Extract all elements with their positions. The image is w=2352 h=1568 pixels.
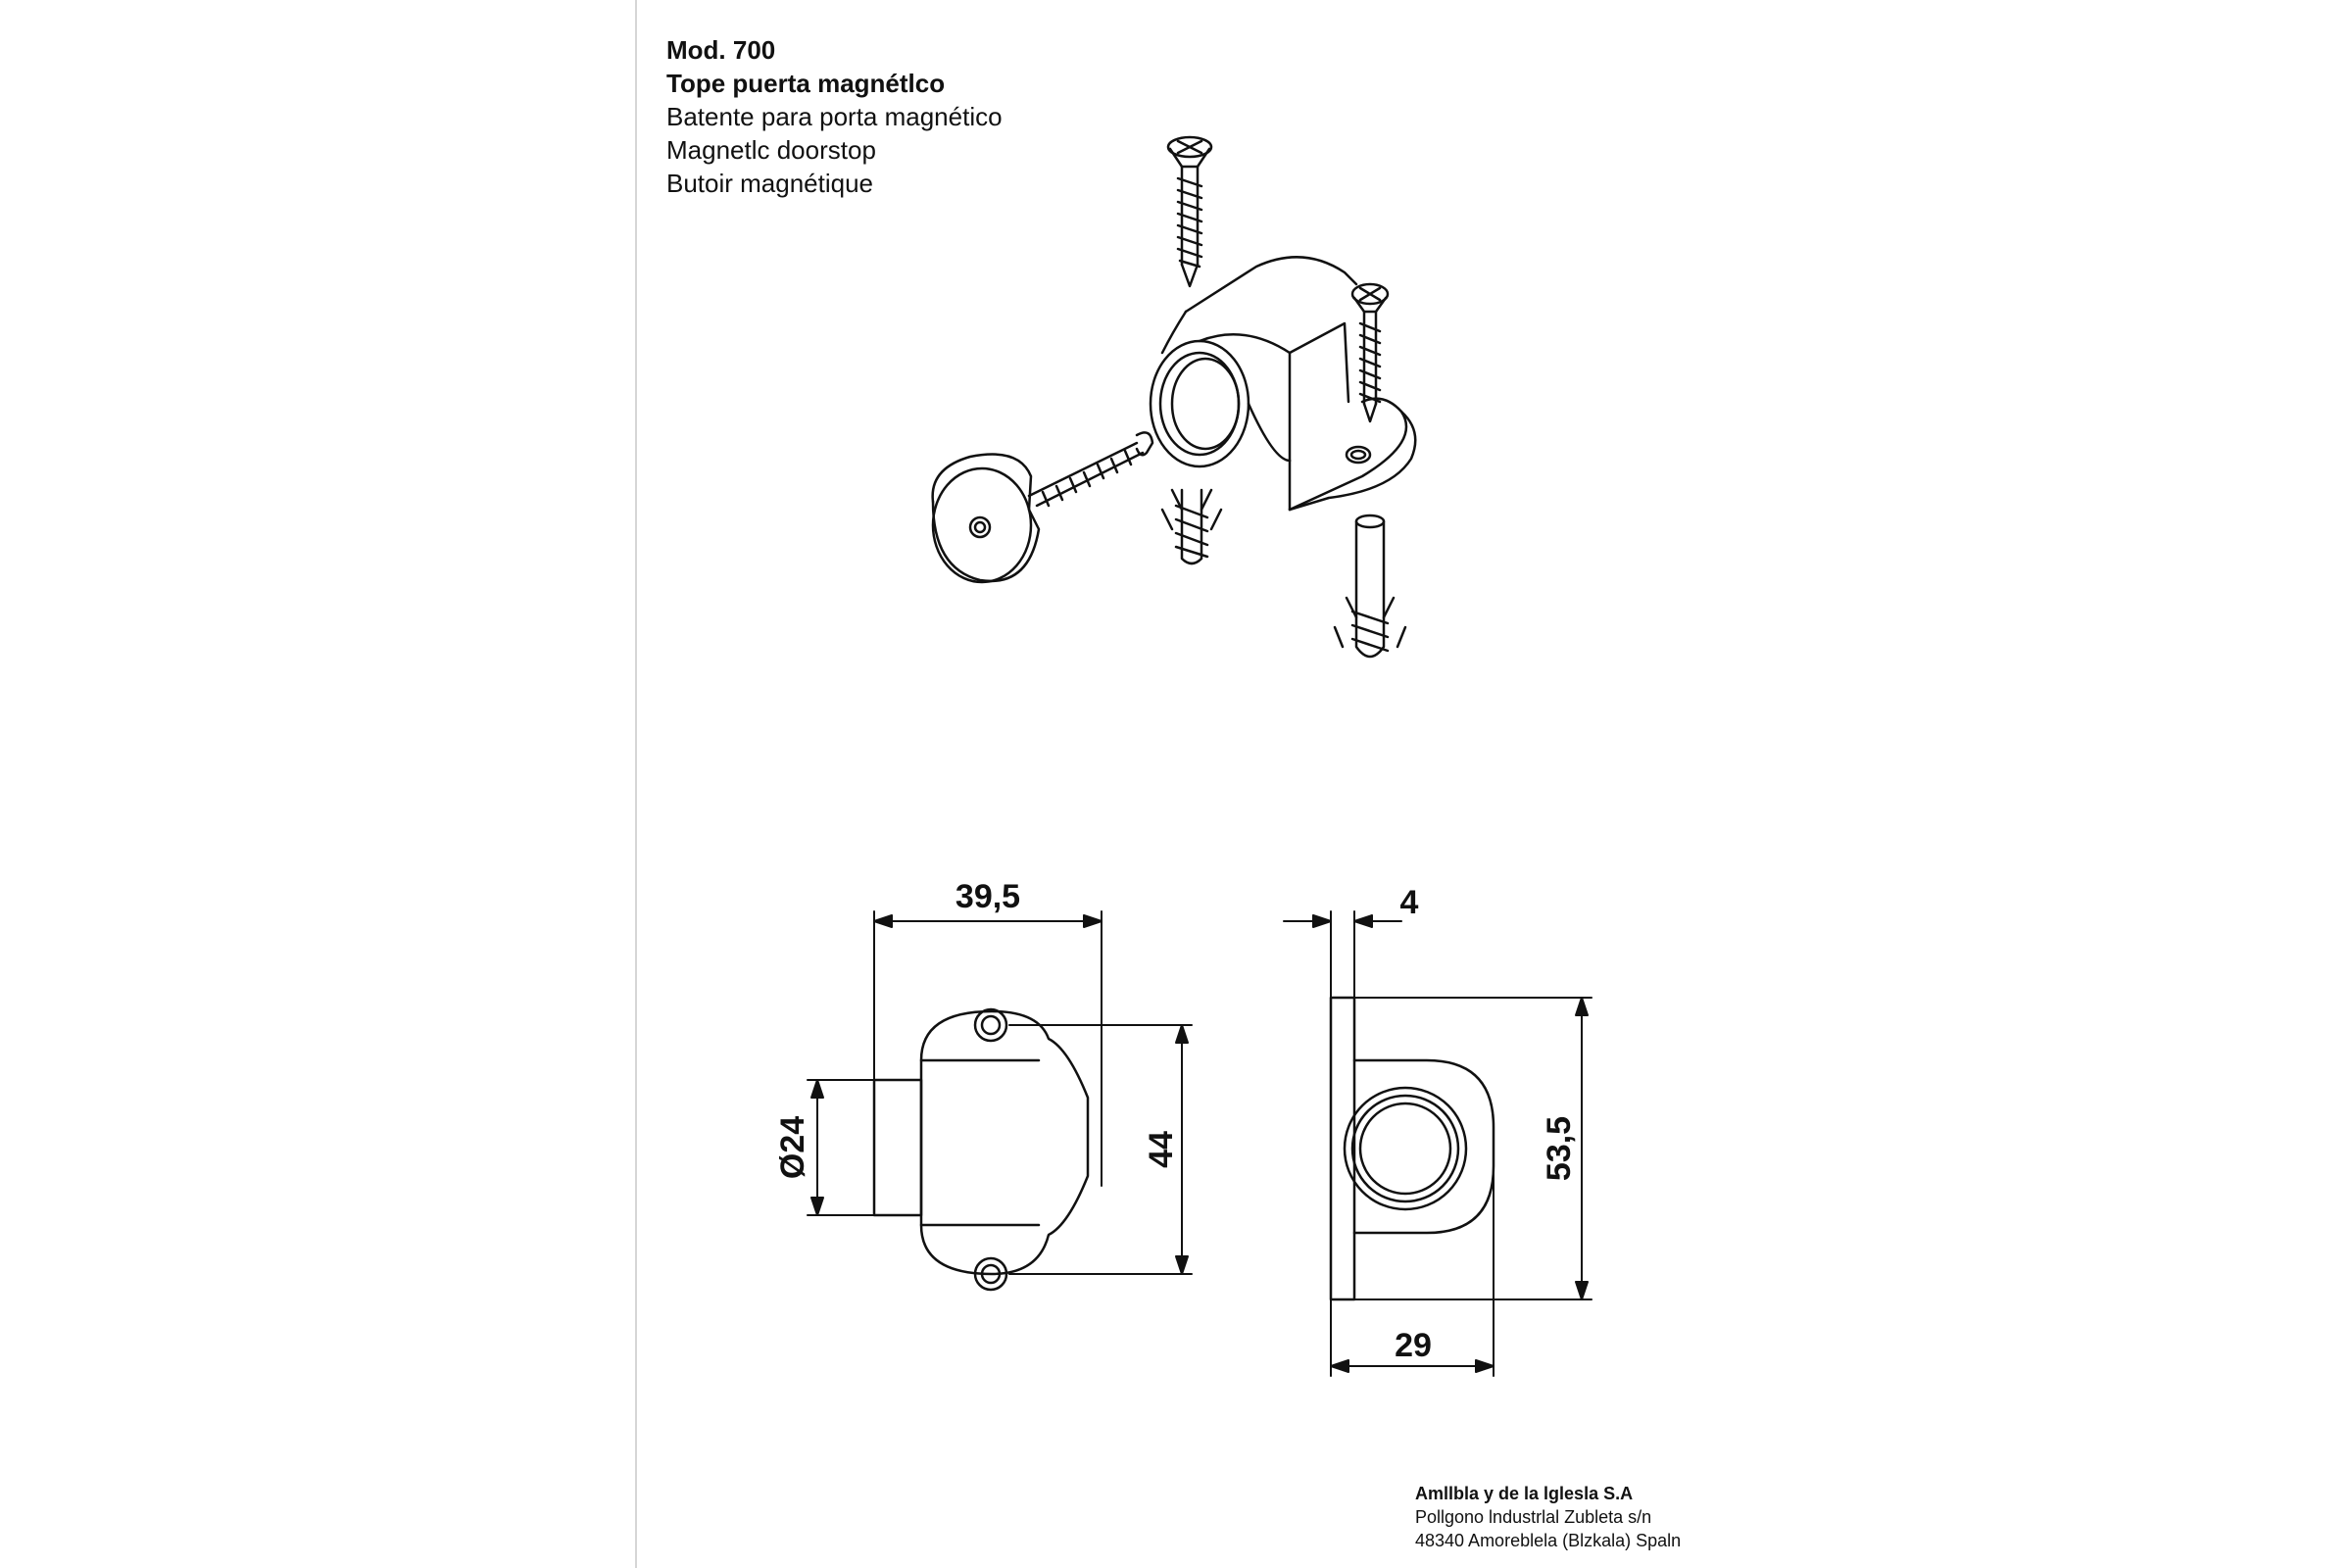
company-info: Amllbla y de la lglesla S.A Pollgono lnd… xyxy=(1415,1482,1681,1552)
height-side-dimension-lines xyxy=(1353,997,1592,1300)
product-name-french: Butoir magnétique xyxy=(666,169,874,198)
side-magnet-inner xyxy=(1358,1102,1452,1196)
depth-side-label: 29 xyxy=(1395,1327,1432,1364)
exploded-view xyxy=(931,135,1417,659)
side-body-outline xyxy=(1352,1058,1495,1235)
front-view xyxy=(807,910,1193,1292)
diameter-label: Ø24 xyxy=(774,1116,811,1179)
side-plate xyxy=(1329,996,1356,1301)
top-screw-icon xyxy=(1166,135,1213,288)
bottom-hole-icon xyxy=(973,1256,1008,1292)
width-front-label: 39,5 xyxy=(956,878,1020,915)
page-divider-line xyxy=(635,0,637,1568)
model-number: Mod. 700 xyxy=(666,35,776,65)
company-address-line2: 48340 Amoreblela (Blzkala) Spaln xyxy=(1415,1531,1682,1550)
product-name-spanish: Tope puerta magnétlco xyxy=(666,69,946,98)
left-wall-plug-icon xyxy=(1160,488,1223,565)
product-name-portuguese: Batente para porta magnético xyxy=(666,102,1003,131)
doorstop-body-icon xyxy=(1149,256,1417,512)
front-magnet-cylinder xyxy=(872,1078,923,1217)
plate-thickness-dimension-lines xyxy=(1283,910,1402,999)
front-outline xyxy=(919,1009,1090,1276)
height-side-label: 53,5 xyxy=(1541,1116,1578,1181)
product-title-block: Mod. 700 Tope puerta magnétlco Batente p… xyxy=(666,33,1003,200)
hole-spacing-label: 44 xyxy=(1143,1131,1180,1168)
top-hole-icon xyxy=(973,1007,1008,1043)
hole-spacing-dimension-lines xyxy=(1008,1024,1193,1275)
width-front-dimension-lines xyxy=(873,910,1102,1187)
diameter-dimension-lines xyxy=(807,1079,875,1216)
right-screw-icon xyxy=(1350,282,1390,423)
magnetic-counter-plate-icon xyxy=(931,431,1154,584)
side-view xyxy=(1283,910,1592,1377)
side-magnet-outer xyxy=(1343,1086,1468,1211)
depth-side-dimension-lines xyxy=(1330,1165,1494,1377)
side-magnet-mid xyxy=(1350,1094,1460,1203)
product-name-english: Magnetlc doorstop xyxy=(666,135,876,165)
plate-thickness-label: 4 xyxy=(1400,884,1419,921)
company-name: Amllbla y de la lglesla S.A xyxy=(1415,1484,1634,1503)
right-wall-plug-icon xyxy=(1333,514,1407,659)
company-address-line1: Pollgono lndustrlal Zubleta s/n xyxy=(1415,1507,1652,1527)
